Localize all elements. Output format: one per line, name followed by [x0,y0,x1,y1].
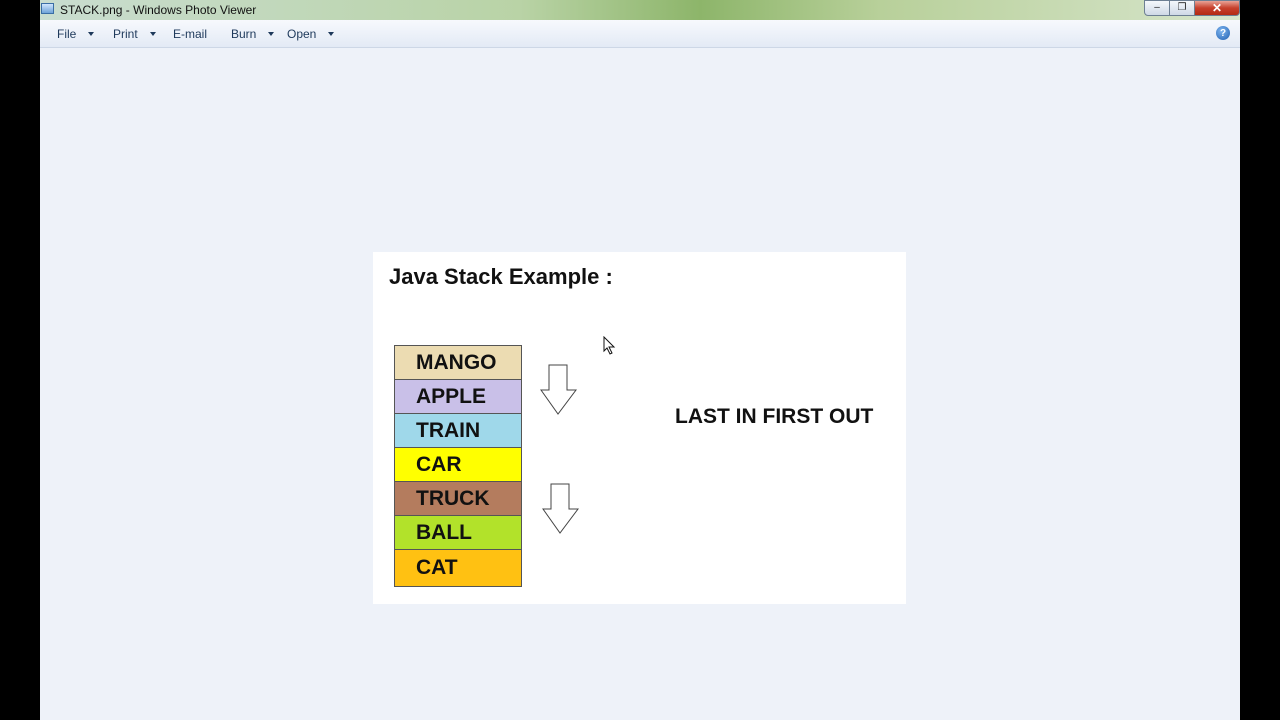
menu-open-label: Open [287,27,317,41]
maximize-button[interactable]: ❐ [1170,0,1195,16]
photo-viewer-window: STACK.png - Windows Photo Viewer ‒ ❐ ✕ F… [40,0,1240,720]
close-button[interactable]: ✕ [1195,0,1240,16]
stack-item-apple: APPLE [395,380,521,414]
stack-item-car: CAR [395,448,521,482]
stack-item-train: TRAIN [395,414,521,448]
help-icon[interactable]: ? [1216,26,1230,40]
menu-print[interactable]: Print [113,27,156,41]
displayed-image: Java Stack Example : MANGO APPLE TRAIN C… [373,252,906,604]
mouse-cursor-icon [603,336,616,355]
menu-print-label: Print [113,27,138,41]
down-arrow-icon [540,364,577,415]
stack-item-ball: BALL [395,516,521,550]
down-arrow-icon [542,483,579,534]
image-heading: Java Stack Example : [389,264,613,289]
chevron-down-icon [328,32,335,36]
chevron-down-icon [149,32,156,36]
menu-email[interactable]: E-mail [173,27,207,41]
window-controls: ‒ ❐ ✕ [1144,0,1240,18]
menu-file[interactable]: File [57,27,95,41]
menu-burn[interactable]: Burn [231,27,275,41]
title-bar[interactable]: STACK.png - Windows Photo Viewer ‒ ❐ ✕ [40,0,1240,20]
photo-viewer-app-icon[interactable] [41,3,54,14]
menu-burn-label: Burn [231,27,257,41]
stack-item-truck: TRUCK [395,482,521,516]
menu-open[interactable]: Open [287,27,335,41]
menu-file-label: File [57,27,77,41]
lifo-caption: LAST IN FIRST OUT [675,405,874,428]
window-title: STACK.png - Windows Photo Viewer [60,3,257,17]
stack-diagram: MANGO APPLE TRAIN CAR TRUCK BALL CAT [394,345,522,587]
chevron-down-icon [268,32,275,36]
menu-bar: File Print E-mail Burn Open ? [40,20,1240,48]
chevron-down-icon [88,32,95,36]
minimize-button[interactable]: ‒ [1144,0,1170,16]
stack-item-mango: MANGO [395,346,521,380]
stack-item-cat: CAT [395,550,521,586]
menu-email-label: E-mail [173,27,208,41]
